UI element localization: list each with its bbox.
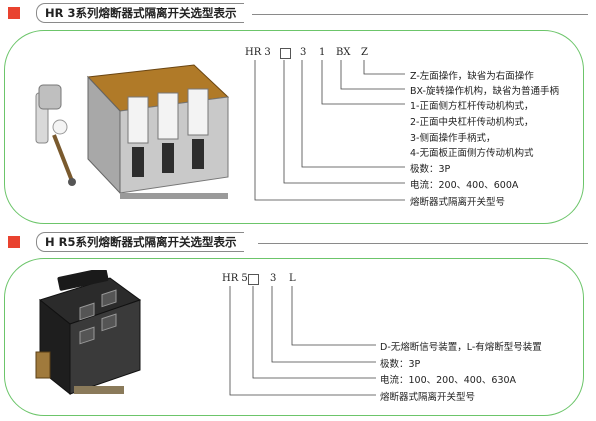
section2-title: H R5系列熔断器式隔离开关选型表示: [36, 232, 245, 252]
hr5-code-poles: 3: [270, 273, 277, 284]
hr3-product-image: [35, 64, 230, 199]
hr5-desc-current: 电流：100、200、400、630A: [380, 375, 517, 386]
section1-marker: [8, 7, 20, 19]
hr3-desc-mech-1: 1-正面侧方杠杆传动机构式，: [410, 101, 534, 112]
hr3-desc-current: 电流：200、400、600A: [410, 180, 519, 191]
hr3-code-series: HR 3: [245, 47, 271, 58]
hr3-code-box: [280, 48, 291, 59]
hr3-desc-left-operation: Z-左面操作，缺省为右面操作: [410, 71, 534, 82]
hr3-desc-mech-2: 2-正面中央杠杆传动机构式，: [410, 117, 534, 128]
hr3-code-mechanism: 1: [319, 47, 326, 58]
hr3-desc-model: 熔断器式隔离开关型号: [410, 197, 506, 208]
hr3-code-rotary: BX: [336, 47, 351, 58]
hr5-desc-indicator: D-无熔断信号装置，L-有熔断型号装置: [380, 342, 542, 353]
section1-title: HR 3系列熔断器式隔离开关选型表示: [36, 3, 245, 23]
section2-header-line: [258, 243, 588, 244]
lever-handle-icon: [35, 84, 76, 186]
hr3-desc-mech-3: 3-侧面操作手柄式，: [410, 133, 496, 144]
hr5-code-box: [248, 274, 259, 285]
section2-marker: [8, 236, 20, 248]
hr3-desc-rotary: BX-旋转操作机构，缺省为普通手柄: [410, 86, 559, 97]
hr5-desc-poles: 极数：3P: [380, 359, 421, 370]
hr5-fuse-switch-icon: [35, 270, 142, 396]
hr5-desc-model: 熔断器式隔离开关型号: [380, 392, 476, 403]
hr3-code-poles: 3: [300, 47, 307, 58]
hr3-code-left: Z: [361, 47, 368, 58]
hr3-desc-mech-4: 4-无面板正面侧方传动机构式: [410, 148, 534, 159]
hr3-desc-poles: 极数：3P: [410, 164, 451, 175]
fuse-disconnector-icon: [86, 64, 230, 199]
section1-header-line: [252, 14, 588, 15]
hr5-product-image: [35, 270, 142, 396]
hr5-code-indicator: L: [289, 273, 296, 284]
hr5-code-series: HR 5: [222, 273, 248, 284]
